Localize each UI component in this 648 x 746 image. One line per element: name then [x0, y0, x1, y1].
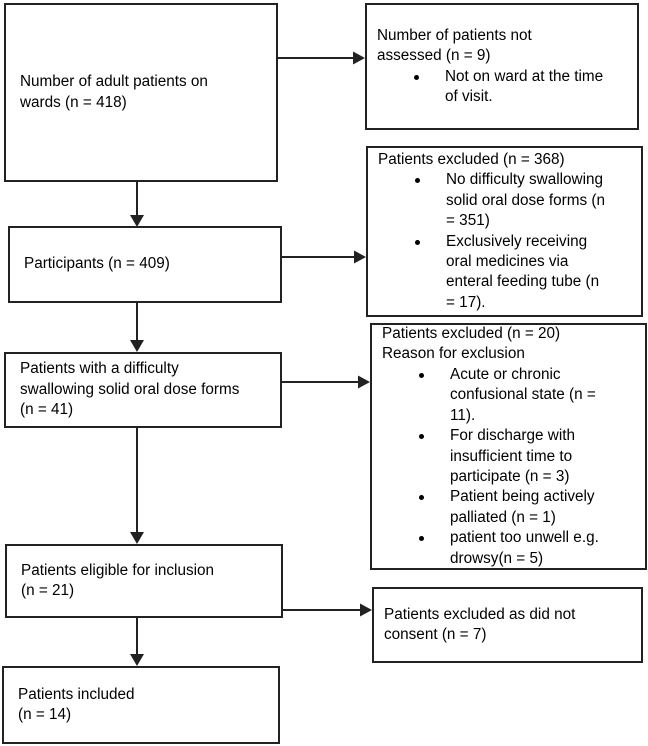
box-excluded-368-title: Patients excluded (n = 368) [378, 150, 565, 168]
box-excluded-20-bullets: Acute or chronic confusional state (n = … [382, 365, 641, 569]
arrow-difficulty-to-eligible [130, 428, 144, 544]
box-difficulty-swallowing-label: Patients with a difficulty swallowing so… [20, 360, 240, 419]
box-difficulty-swallowing: Patients with a difficulty swallowing so… [4, 352, 282, 428]
arrow-participants-to-difficulty [130, 303, 144, 352]
arrow-difficulty-to-excluded-20 [282, 375, 370, 389]
box-excluded-368: Patients excluded (n = 368) No difficult… [366, 146, 643, 317]
arrow-participants-to-excluded-368 [282, 250, 366, 264]
box-not-assessed-bullets: Not on ward at the time of visit. [377, 67, 633, 108]
box-included-label: Patients included (n = 14) [18, 685, 135, 723]
box-adult-patients-label: Number of adult patients on wards (n = 4… [20, 73, 208, 111]
box-included: Patients included (n = 14) [2, 666, 280, 744]
box-not-assessed-title: Number of patients not assessed (n = 9) [377, 26, 532, 65]
bullet-item: No difficulty swallowing solid oral dose… [378, 170, 637, 231]
box-excluded-368-bullets: No difficulty swallowing solid oral dose… [378, 170, 637, 313]
bullet-item: Patient being actively palliated (n = 1) [382, 487, 641, 528]
box-participants: Participants (n = 409) [8, 226, 282, 303]
box-eligible-label: Patients eligible for inclusion (n = 21) [21, 561, 215, 599]
box-adult-patients: Number of adult patients on wards (n = 4… [4, 3, 278, 182]
box-eligible: Patients eligible for inclusion (n = 21) [5, 544, 283, 618]
box-excluded-20: Patients excluded (n = 20) Reason for ex… [370, 323, 647, 570]
bullet-item: Not on ward at the time of visit. [377, 67, 633, 108]
bullet-item: Exclusively receiving oral medicines via… [378, 232, 637, 314]
box-excluded-consent-title: Patients excluded as did not consent (n … [384, 605, 576, 643]
box-excluded-consent: Patients excluded as did not consent (n … [372, 587, 643, 663]
bullet-item: Acute or chronic confusional state (n = … [382, 365, 641, 426]
bullet-item: patient too unwell e.g. drowsy(n = 5) [382, 528, 641, 569]
arrow-eligible-to-excluded-consent [283, 603, 372, 617]
arrow-wards-to-participants [130, 182, 144, 227]
arrow-wards-to-not-assessed [278, 51, 365, 65]
box-excluded-20-title: Patients excluded (n = 20) Reason for ex… [382, 325, 561, 363]
box-not-assessed: Number of patients not assessed (n = 9) … [365, 3, 639, 130]
bullet-item: For discharge with insufficient time to … [382, 426, 641, 487]
box-participants-label: Participants (n = 409) [24, 255, 170, 273]
arrow-eligible-to-included [130, 618, 144, 666]
